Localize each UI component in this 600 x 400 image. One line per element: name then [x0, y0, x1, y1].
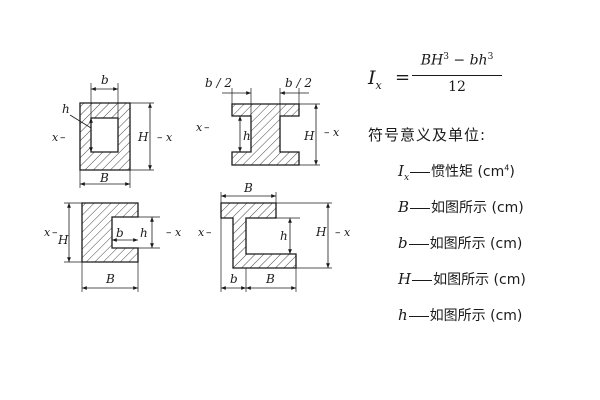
channel-h-label: h: [140, 226, 148, 240]
legend-title: 符号意义及单位:: [368, 126, 487, 144]
box-section-figure: b h H B x – – x: [52, 73, 173, 188]
zsection-b-label: b: [230, 272, 238, 286]
ibeam-axis-left: x: [196, 121, 203, 134]
svg-text:–: –: [335, 226, 341, 239]
moment-of-inertia-formula: Ix = BH3 − bh3 12: [368, 52, 508, 102]
zsection-figure: B h H b B x – – x: [198, 181, 351, 292]
box-section-shape: [79, 102, 131, 171]
channel-b-label: b: [116, 226, 124, 240]
box-axis-right: x: [166, 131, 173, 144]
formula-numerator: BH3 − bh3: [420, 52, 494, 69]
svg-text:–: –: [157, 131, 163, 144]
box-b-label: b: [101, 73, 109, 87]
svg-text:–: –: [52, 226, 58, 239]
svg-text:–: –: [206, 226, 212, 239]
formula-fraction-bar: [412, 75, 502, 76]
zsection-bottom-B-label: B: [265, 272, 275, 286]
box-axis-left: x: [52, 131, 59, 144]
ibeam-axis-right: x: [333, 126, 340, 139]
zsection-top-B-label: B: [243, 181, 253, 195]
channel-H-label: H: [57, 233, 69, 247]
ibeam-H-label: H: [303, 129, 315, 143]
svg-text:–: –: [324, 126, 330, 139]
zsection-H-label: H: [315, 225, 327, 239]
channel-B-label: B: [105, 272, 115, 286]
zsection-axis-left: x: [198, 226, 205, 239]
svg-text:–: –: [60, 131, 66, 144]
ibeam-section-figure: b / 2 b / 2 h H x – – x: [196, 76, 340, 166]
channel-axis-right: x: [175, 226, 182, 239]
box-B-label: B: [99, 171, 109, 185]
zsection-h-label: h: [280, 229, 288, 243]
formula-equals: =: [395, 67, 411, 88]
ibeam-b2-right: b / 2: [285, 76, 312, 90]
ibeam-b2-left: b / 2: [205, 76, 232, 90]
svg-text:–: –: [166, 226, 172, 239]
channel-section-figure: H b h B x – – x: [44, 202, 182, 292]
zsection-shape: [220, 202, 297, 269]
svg-text:–: –: [204, 121, 210, 134]
formula-denominator: 12: [448, 79, 466, 95]
zsection-axis-right: x: [344, 226, 351, 239]
ibeam-h-label: h: [243, 129, 251, 143]
box-H-label: H: [137, 130, 149, 144]
channel-section-shape: [81, 202, 139, 263]
channel-axis-left: x: [44, 226, 51, 239]
box-h-label: h: [62, 102, 70, 116]
formula-lhs: Ix: [368, 67, 382, 92]
